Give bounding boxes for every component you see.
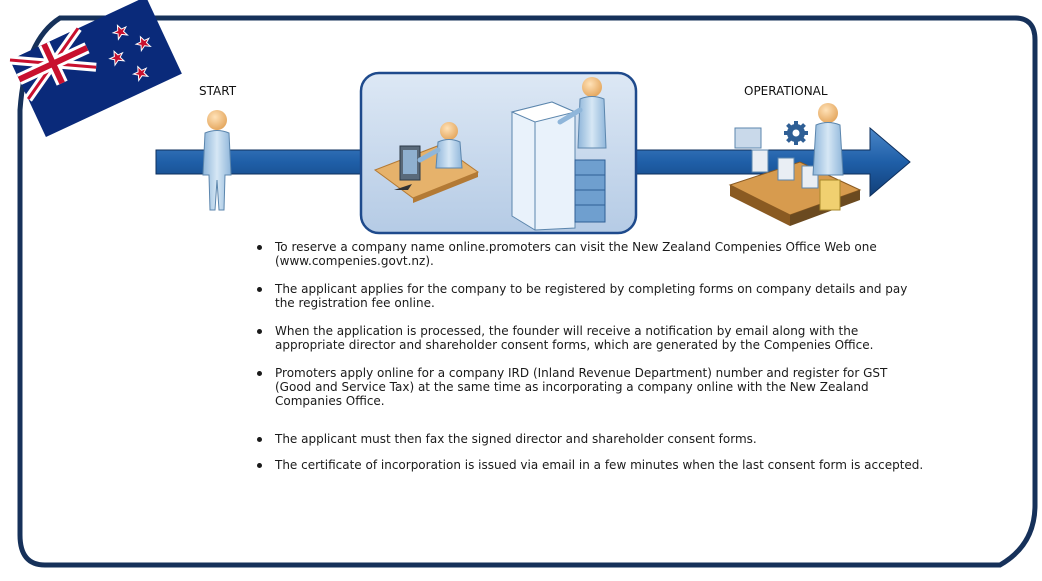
step-item: The applicant applies for the company to… xyxy=(255,282,925,310)
operational-label: OPERATIONAL xyxy=(744,84,828,98)
steps-list: To reserve a company name online.promote… xyxy=(255,240,925,472)
person-icon xyxy=(202,110,232,211)
gear-icon xyxy=(784,121,808,145)
step-item: When the application is processed, the f… xyxy=(255,324,925,352)
step-item: To reserve a company name online.promote… xyxy=(255,240,925,268)
factory-conveyor-icon xyxy=(728,103,862,226)
person-at-counter-icon xyxy=(510,77,607,231)
start-label: START xyxy=(199,84,237,98)
step-item: Promoters apply online for a company IRD… xyxy=(255,366,925,408)
step-item: The certificate of incorporation is issu… xyxy=(255,458,975,472)
new-zealand-flag-icon xyxy=(9,0,182,138)
person-at-desk-icon xyxy=(373,122,480,203)
step-item: The applicant must then fax the signed d… xyxy=(255,432,925,446)
